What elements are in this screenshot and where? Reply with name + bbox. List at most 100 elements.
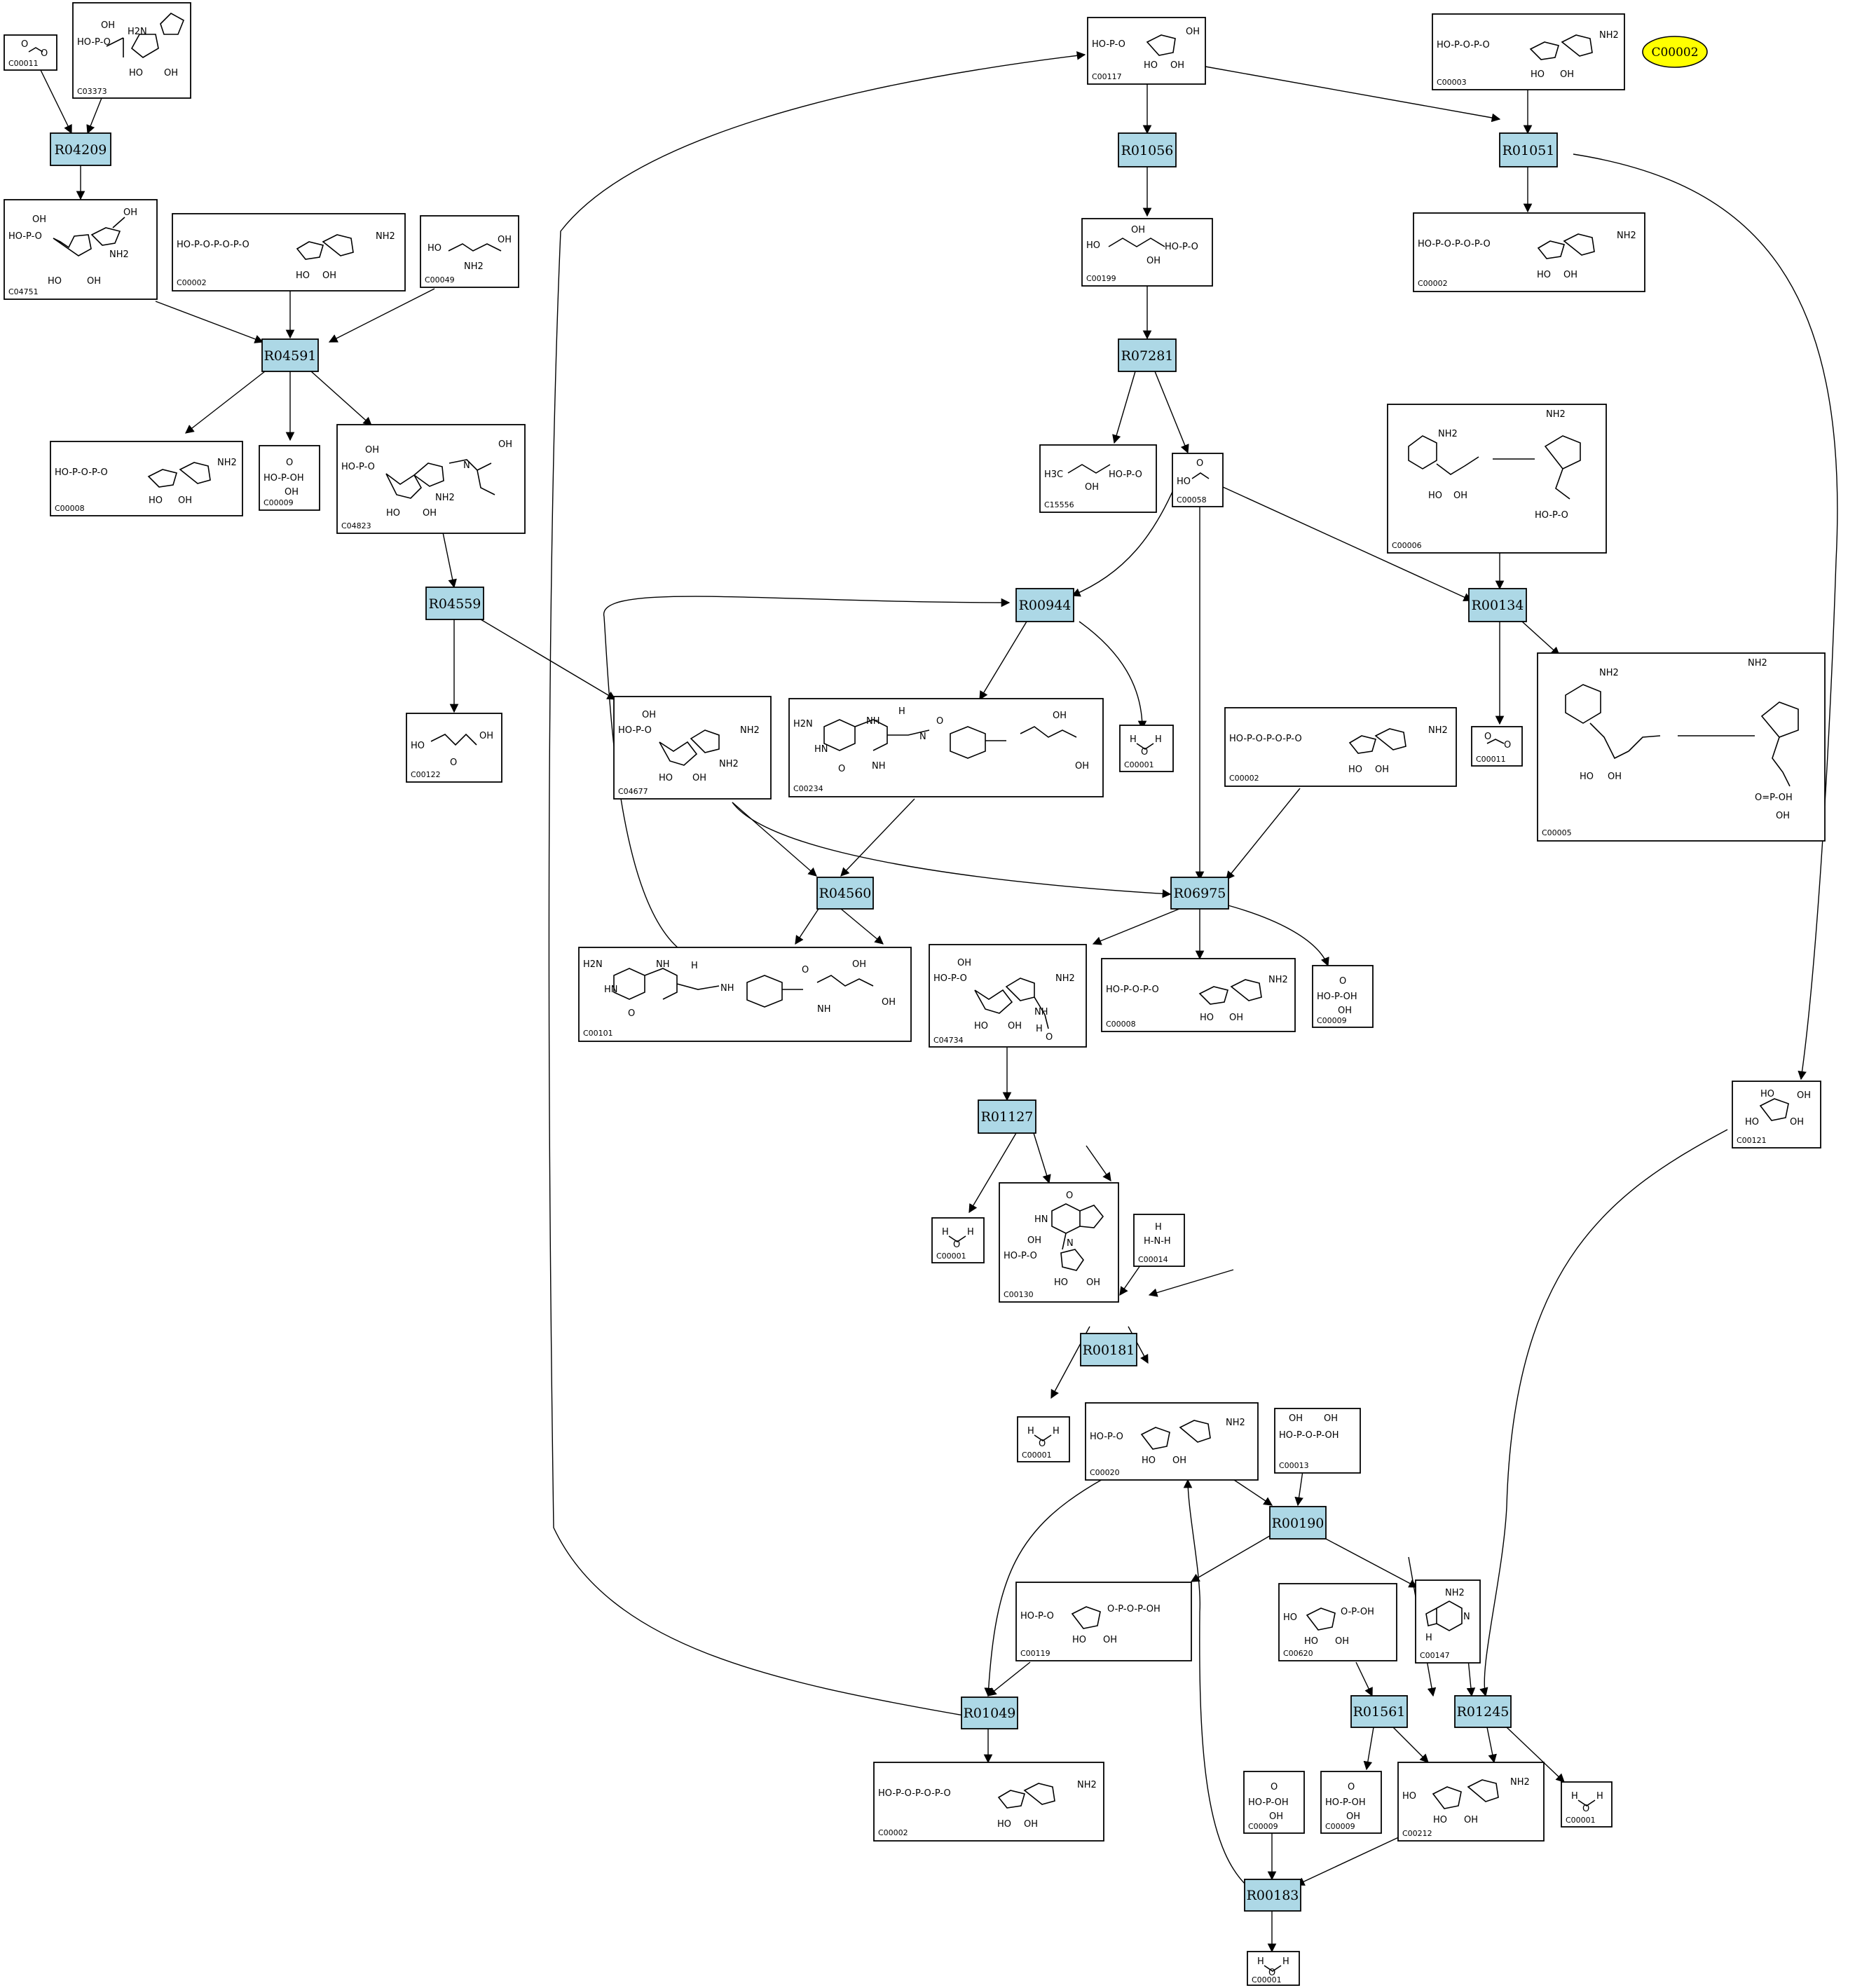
atom-label: HO (1348, 765, 1362, 775)
atom-label: NH2 (719, 759, 739, 769)
atom-label: OH (498, 439, 512, 450)
atom-label: HO (1580, 772, 1594, 782)
reaction-node-R01056[interactable]: R01056 (1118, 132, 1177, 167)
compound-node[interactable]: NH2 N H C00147 (1415, 1579, 1481, 1664)
atom-label: NH (866, 716, 880, 727)
compound-node[interactable]: H O H C00001 (931, 1217, 985, 1263)
compound-node[interactable]: HO OH O C00122 (406, 713, 502, 783)
compound-node[interactable]: HO-P-O-P-O-P-O NH2 HO OH C00002 (1413, 212, 1645, 292)
reaction-node-R01561[interactable]: R01561 (1350, 1695, 1408, 1728)
atom-label: OH (1324, 1413, 1338, 1424)
atom-label: HO (129, 68, 143, 78)
edge (968, 1132, 1017, 1214)
compound-node[interactable]: H O H C00001 (1247, 1951, 1300, 1986)
reaction-node-R00190[interactable]: R00190 (1269, 1506, 1327, 1540)
compound-node[interactable]: HO-P-O-P-O-P-O NH2 HO OH C00002 (873, 1762, 1104, 1842)
atom-label: OH (1146, 256, 1161, 266)
compound-node[interactable]: HO-P-O-P-O-P-O NH2 HO OH C00002 (172, 213, 406, 292)
edge (1190, 1534, 1273, 1582)
reaction-node-R04560[interactable]: R04560 (816, 877, 874, 910)
compound-node[interactable]: HO-P-OH O OH C00009 (259, 445, 320, 511)
reaction-node-R04209[interactable]: R04209 (50, 132, 111, 166)
compound-node[interactable]: OH HO-P-O NH2 NH HO OH H O C04734 (929, 944, 1087, 1048)
compound-node[interactable]: NH2 NH2 HO OH O=P-OH OH C00005 (1537, 652, 1826, 842)
compound-node[interactable]: HO NH2 HO OH C00212 (1397, 1762, 1545, 1842)
compound-node[interactable]: HO-P-O-P-O NH2 HO OH C00008 (1101, 958, 1296, 1032)
compound-node[interactable]: OH HO-P-O H2N OH HO C03373 (72, 2, 191, 99)
compound-id: C00199 (1086, 274, 1116, 283)
edge (40, 69, 72, 135)
compound-node[interactable]: HO-P-O-P-O NH2 HO OH C00003 (1432, 13, 1625, 90)
reaction-node-R04559[interactable]: R04559 (425, 587, 484, 620)
compound-node[interactable]: HO-P-OH O OH C00009 (1243, 1771, 1305, 1834)
compound-node[interactable]: HO-P-OH O OH C00009 (1320, 1771, 1382, 1834)
compound-node[interactable]: HO OH OH HO-P-O C00199 (1081, 218, 1213, 287)
compound-node[interactable]: H O H C00001 (1561, 1781, 1613, 1828)
atom-label: NH2 (464, 261, 484, 272)
atom-label: OH (1464, 1815, 1478, 1825)
reaction-node-R01127[interactable]: R01127 (978, 1099, 1036, 1134)
compound-node[interactable]: H H-N-H C00014 (1133, 1214, 1185, 1267)
atom-label: HO (1304, 1636, 1318, 1647)
atom-label: OH (123, 207, 137, 218)
atom-label: H (1130, 734, 1137, 745)
reaction-node-R06975[interactable]: R06975 (1170, 877, 1229, 910)
atom-label: HO (1760, 1089, 1774, 1099)
compound-id: C04751 (8, 287, 39, 296)
edge (1521, 621, 1560, 656)
atom-label: HO-P-O-P-O (1106, 985, 1159, 995)
compound-node[interactable]: HO-P-O O-P-O-P-OH HO OH C00119 (1015, 1582, 1192, 1661)
compound-node[interactable]: H3C OH HO-P-O C15556 (1039, 444, 1157, 513)
atom-label: O (1348, 1782, 1355, 1792)
atom-label: HO-P-O (1109, 469, 1142, 480)
reaction-node-R01049[interactable]: R01049 (961, 1696, 1018, 1729)
compound-node[interactable]: H2N NH H NH O OH HN NH O OH C00101 (578, 947, 912, 1042)
edge (984, 1478, 1104, 1697)
compound-node[interactable]: HO O-P-OH HO OH C00620 (1278, 1583, 1397, 1661)
compound-id: C04677 (618, 787, 648, 796)
compound-id: C00212 (1402, 1829, 1432, 1838)
compound-node[interactable]: HO OH HO OH C00121 (1732, 1081, 1821, 1149)
atom-label: O (1039, 1439, 1046, 1449)
compound-node[interactable]: O HN N OH HO-P-O HO OH C00130 (999, 1182, 1119, 1303)
compound-node[interactable]: OH HO-P-O NH2 NH2 HO OH C04677 (613, 696, 772, 800)
compound-node[interactable]: HO-P-O NH2 HO OH C00020 (1085, 1402, 1259, 1481)
compound-node[interactable]: NH2 NH2 HO OH HO-P-O C00006 (1387, 404, 1607, 554)
reaction-node-R00183[interactable]: R00183 (1244, 1879, 1301, 1912)
compound-node[interactable]: H O H C00001 (1119, 725, 1174, 772)
compound-node[interactable]: HO O C00058 (1172, 453, 1224, 507)
compound-node[interactable]: HO-P-OH O OH C00009 (1312, 965, 1374, 1028)
atom-label: OH (642, 710, 656, 720)
compound-node[interactable]: OH HO-P-O OH NH2 HO OH C04751 (4, 199, 158, 300)
compound-node[interactable]: O O C00011 (1471, 726, 1523, 767)
atom-label: NH2 (1268, 975, 1288, 985)
compound-node[interactable]: HO OH NH2 C00049 (420, 215, 519, 288)
atom-label: HO-P-O (341, 462, 375, 472)
atom-label: OH (1024, 1819, 1038, 1830)
highlighted-compound[interactable]: C00002 (1642, 36, 1708, 68)
compound-node[interactable]: HO-P-O-P-O NH2 HO OH C00008 (50, 441, 243, 516)
compound-node[interactable]: H O H C00001 (1017, 1416, 1070, 1462)
reaction-node-R00134[interactable]: R00134 (1468, 588, 1527, 622)
compound-node[interactable]: HO-P-O-P-OH OH OH C00013 (1274, 1408, 1361, 1474)
compound-node[interactable]: O O C00011 (4, 34, 57, 71)
compound-id: C00122 (411, 770, 441, 779)
compound-node[interactable]: H2N NH H N O OH HN NH O OH C00234 (788, 698, 1104, 797)
reaction-node-R01051[interactable]: R01051 (1499, 132, 1558, 167)
compound-node[interactable]: HO-P-O OH OH HO C00117 (1087, 17, 1206, 85)
reaction-node-R07281[interactable]: R07281 (1118, 338, 1177, 372)
atom-label: OH (1075, 761, 1089, 772)
compound-node[interactable]: OH HO-P-O NH2 OH HO OH N C04823 (336, 424, 526, 534)
atom-label: HO (1745, 1117, 1759, 1127)
atom-label: O (1141, 747, 1148, 758)
atom-label: HN (814, 744, 828, 755)
atom-label: O-P-OH (1341, 1607, 1374, 1617)
reaction-node-R01245[interactable]: R01245 (1454, 1695, 1512, 1728)
reaction-node-R04591[interactable]: R04591 (261, 338, 319, 372)
atom-label: O (838, 764, 845, 774)
atom-label: HO-P-O (933, 973, 967, 984)
reaction-node-R00181[interactable]: R00181 (1080, 1333, 1137, 1366)
atom-label: OH (365, 445, 379, 455)
compound-node[interactable]: HO-P-O-P-O-P-O NH2 HO OH C00002 (1224, 707, 1457, 787)
reaction-node-R00944[interactable]: R00944 (1015, 588, 1074, 622)
